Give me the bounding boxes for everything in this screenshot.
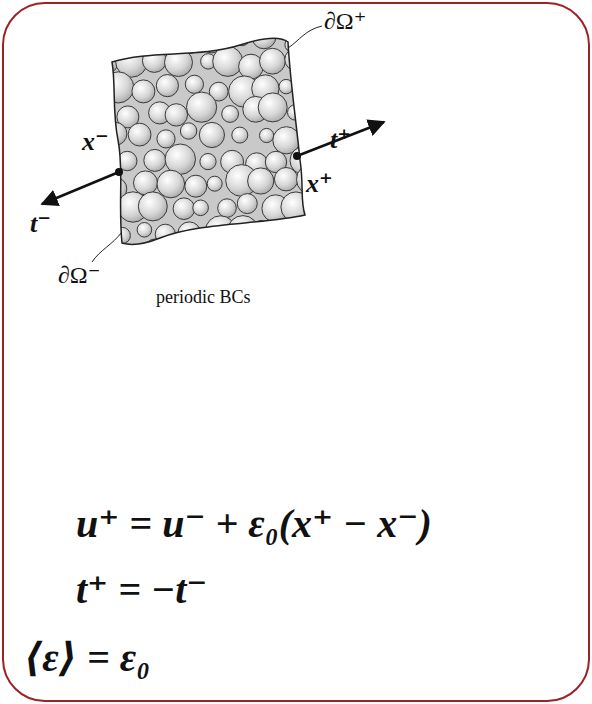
grain — [193, 200, 209, 216]
grain — [309, 237, 339, 267]
grain — [232, 127, 248, 143]
grain — [100, 106, 114, 120]
grain — [185, 75, 203, 93]
grain — [138, 192, 167, 221]
grain — [253, 221, 269, 237]
grain — [300, 120, 327, 147]
leader-line — [92, 232, 122, 262]
grain — [137, 223, 152, 238]
traction-label: t⁻ — [30, 210, 51, 239]
grain — [274, 168, 297, 191]
grain — [144, 149, 166, 171]
grain — [103, 72, 134, 103]
grain — [238, 239, 263, 264]
boundary-label: ∂Ω⁻ — [58, 262, 100, 288]
grain — [215, 243, 242, 270]
grain — [199, 122, 224, 147]
grain — [173, 198, 195, 220]
grain — [180, 123, 196, 139]
grain — [164, 33, 179, 48]
traction-label: t⁺ — [330, 126, 351, 155]
grain — [218, 199, 237, 218]
grain — [252, 25, 276, 49]
grain — [303, 37, 319, 53]
point — [115, 168, 123, 176]
grain — [206, 216, 236, 246]
grain — [260, 128, 274, 142]
boundary-label: ∂Ω⁺ — [324, 8, 366, 34]
grain — [187, 92, 217, 122]
grain — [290, 242, 318, 270]
grain — [195, 251, 211, 267]
grain — [275, 223, 302, 250]
grain — [313, 94, 342, 123]
traction-arrow — [297, 122, 384, 156]
grain — [237, 194, 257, 214]
grain — [260, 48, 286, 74]
grain — [327, 32, 344, 49]
grain — [134, 171, 158, 195]
grain — [315, 55, 336, 76]
frame — [3, 3, 589, 701]
leader-line — [288, 26, 322, 48]
grain — [207, 176, 222, 191]
equation: ⟨ε⟩ = ε₀ — [24, 636, 150, 680]
rve-body — [112, 38, 305, 244]
grain — [178, 222, 201, 245]
grain — [142, 49, 166, 73]
equation: u⁺ = u⁻ + ε₀(x⁺ − x⁻) — [76, 502, 432, 546]
grain — [185, 175, 207, 197]
grain — [248, 168, 274, 194]
grain — [134, 31, 152, 49]
grain — [258, 93, 287, 122]
grain — [228, 216, 259, 247]
grain — [116, 246, 141, 271]
equation: t⁺ = −t⁻ — [76, 568, 207, 612]
traction-arrow — [42, 172, 119, 204]
grain — [156, 75, 178, 97]
point-label: x⁺ — [306, 170, 333, 199]
grain — [157, 170, 185, 198]
grain — [267, 252, 284, 269]
point — [293, 152, 301, 160]
grain — [179, 32, 200, 53]
grain — [332, 225, 349, 242]
grain — [171, 247, 191, 267]
grain — [157, 130, 175, 148]
grain — [320, 79, 347, 106]
grain — [222, 106, 239, 123]
grains — [93, 25, 349, 271]
grain — [165, 104, 187, 126]
point-label: x⁻ — [82, 128, 109, 157]
grain — [200, 154, 216, 170]
grain — [128, 123, 151, 146]
rve-boundary — [112, 38, 305, 244]
grain — [101, 197, 119, 215]
grain — [302, 81, 320, 99]
grain — [132, 80, 155, 103]
caption-text: periodic BCs — [156, 288, 251, 308]
grain — [301, 221, 320, 240]
grain — [109, 25, 132, 48]
